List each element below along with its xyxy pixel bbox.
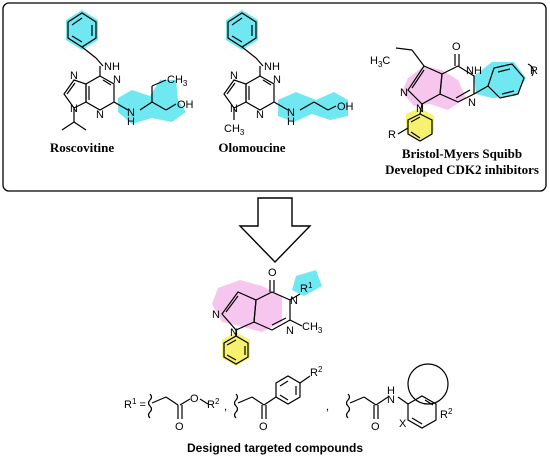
roscovitine-nh-label: NH xyxy=(104,61,120,73)
bms-pyrazolopyrimidinone-highlight xyxy=(402,66,466,110)
olomoucine-label: Olomoucine xyxy=(218,140,285,155)
ester-carbonyl-o-label: O xyxy=(175,421,184,433)
scaffold-o-label: O xyxy=(268,267,277,279)
roscovitine-n3-label: N xyxy=(96,109,104,121)
comma-2: , xyxy=(326,401,329,413)
bms-label-line2: Developed CDK2 inhibitors xyxy=(385,162,539,177)
bms-h3c-label: H3C xyxy=(370,55,390,69)
bms-benzyl-highlight xyxy=(474,62,526,98)
roscovitine-label: Roscovitine xyxy=(50,140,115,155)
olomoucine-ethanolamine-highlight xyxy=(278,92,348,122)
roscovitine-n9-label: N xyxy=(70,103,78,115)
bms-label-line1: Bristol-Myers Squibb xyxy=(402,146,522,161)
bms-nh-label: NH xyxy=(466,65,482,77)
bms-n-label: N xyxy=(468,97,476,109)
scaffold-core-highlight xyxy=(212,280,282,332)
ketone-r2-label: R2 xyxy=(310,365,323,379)
bms-structure: H3C O NH N N N R R Bristol-Myers Squibb … xyxy=(370,41,539,177)
scaffold-r1-label: R1 xyxy=(300,281,313,295)
olomoucine-n3-label: N xyxy=(256,109,264,121)
roscovitine-n7-label: N xyxy=(70,70,78,82)
designed-compounds-caption: Designed targeted compounds xyxy=(187,441,363,455)
ester-o-label: O xyxy=(190,393,199,405)
olomoucine-n7-label: N xyxy=(230,70,238,82)
olomoucine-ch3-label: CH3 xyxy=(224,123,245,137)
r1-option-ester: O O R2 , xyxy=(147,393,227,433)
scaffold-n2-label: N xyxy=(212,309,220,321)
olomoucine-n9-label: N xyxy=(230,103,238,115)
scaffold-n5-label: N xyxy=(290,295,298,307)
comma-1: , xyxy=(224,401,227,413)
r1-equals-label: R1 = xyxy=(124,397,146,411)
roscovitine-oh-label: OH xyxy=(177,99,194,111)
amide-o-label: O xyxy=(371,421,380,433)
down-arrow xyxy=(238,197,312,264)
olomoucine-oh-label: OH xyxy=(337,101,354,113)
bms-n1-label: N xyxy=(416,103,424,115)
scaffold-n1-label: N xyxy=(230,327,238,339)
r1-substituents: R1 = O O R2 , xyxy=(124,363,453,433)
olomoucine-benzyl-highlight xyxy=(226,10,258,50)
roscovitine-n1-label: N xyxy=(113,74,121,86)
r1-option-aryl-ketone: O R2 , xyxy=(233,365,329,433)
ketone-o-label: O xyxy=(259,421,268,433)
scaffold-n7-label: N xyxy=(286,325,294,337)
ester-r2-label: R2 xyxy=(207,397,220,411)
ring-x-label: X xyxy=(399,418,407,430)
scaffold-r1-highlight xyxy=(292,270,322,296)
bms-r-phenyl-label: R xyxy=(388,129,396,141)
bms-n2-label: N xyxy=(400,87,408,99)
designed-scaffold-structure: O N R1 N CH3 N N xyxy=(212,267,323,366)
bms-phenyl-highlight xyxy=(406,108,434,140)
olomoucine-n1-label: N xyxy=(273,74,281,86)
bms-o-label: O xyxy=(452,41,461,53)
bms-r-label: R xyxy=(530,65,538,77)
roscovitine-ch3-label: CH3 xyxy=(167,74,188,88)
top-panel-frame xyxy=(2,2,547,192)
roscovitine-benzyl-highlight xyxy=(66,10,98,50)
scaffold-ch3-label: CH3 xyxy=(302,321,323,335)
amide-r2-label: R2 xyxy=(440,407,453,421)
olomoucine-nh-label: NH xyxy=(264,61,280,73)
